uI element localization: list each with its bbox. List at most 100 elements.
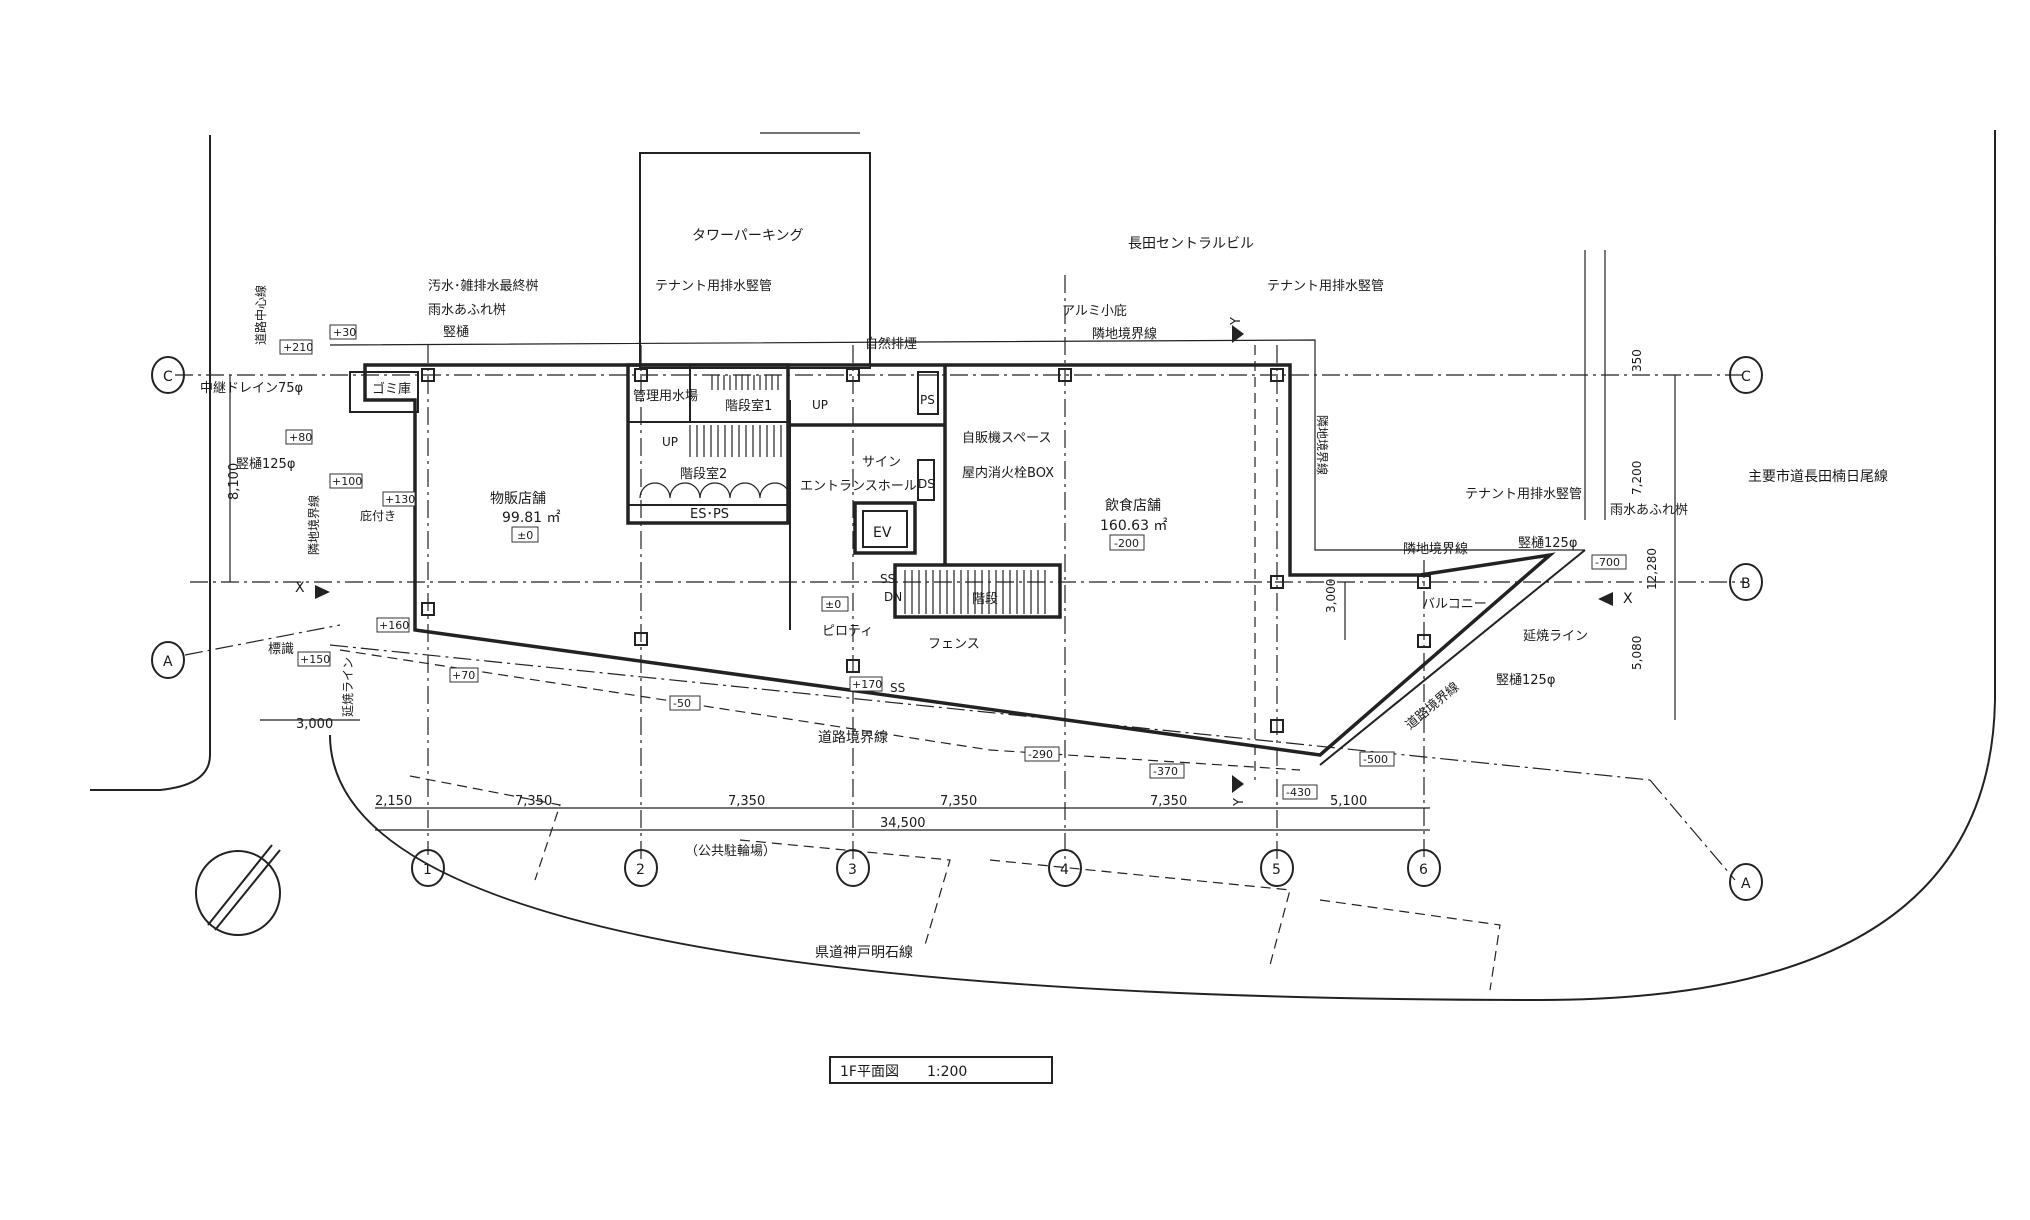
downpipe-125-bottom: 竪樋125φ — [1496, 672, 1555, 688]
restaurant-room-label: 飲食店舗 — [1105, 497, 1161, 514]
svg-text:6: 6 — [1419, 862, 1428, 878]
ds-label: DS — [918, 477, 935, 491]
svg-text:+210: +210 — [283, 341, 313, 354]
dimension-lines — [229, 375, 1676, 831]
rain-pit-note: 雨水あふれ桝 — [428, 302, 506, 318]
neighbor-line-vertical-right: 隣地境界線 — [1315, 415, 1330, 475]
svg-text:A: A — [163, 654, 173, 670]
parking-outlines — [409, 775, 1501, 991]
ev-label: EV — [873, 525, 892, 541]
svg-text:±0: ±0 — [517, 529, 533, 542]
grid-bubble-4 — [1048, 849, 1082, 887]
svg-text:350: 350 — [1630, 349, 1644, 372]
svg-text:C: C — [163, 369, 173, 385]
retail-area: 99.81 ㎡ — [502, 510, 561, 526]
relay-drain-note: 中継ドレイン75φ — [200, 381, 303, 396]
grid-line-a-diag — [329, 644, 1651, 781]
neighbor-line-note: 隣地境界線 — [1092, 326, 1157, 342]
downpipe-125-note: 竪樋125φ — [236, 456, 295, 472]
section-x-right: X — [1623, 591, 1633, 607]
grid-bubble-b — [1729, 563, 1763, 601]
tenant-drain-note-2: テナント用排水竪管 — [1267, 279, 1384, 294]
extension-line-vertical: 延焼ライン — [341, 657, 355, 717]
ps-label: PS — [920, 393, 935, 407]
road-boundary-note: 道路境界線 — [818, 730, 888, 746]
dn-label: DN — [884, 590, 902, 604]
grid-bubble-1 — [411, 849, 445, 887]
road-center-line-label: 道路中心線 — [253, 285, 268, 345]
aluminum-eave-note: アルミ小庇 — [1062, 304, 1127, 319]
stair-box — [893, 563, 1062, 619]
grid-bubble-6 — [1407, 849, 1441, 887]
rain-pit-right: 雨水あふれ桝 — [1610, 502, 1688, 518]
svg-text:7,350: 7,350 — [728, 794, 765, 809]
stair-hatching — [639, 375, 1046, 614]
restaurant-level-badge: -200 — [1109, 534, 1145, 551]
stair2-label: 階段室2 — [680, 466, 727, 482]
grid-bubble-c-left — [151, 356, 185, 394]
svg-text:5,080: 5,080 — [1630, 636, 1644, 670]
svg-text:7,350: 7,350 — [1150, 794, 1187, 809]
garbage-room — [349, 371, 419, 413]
grid-lines — [175, 275, 1745, 881]
up-label-1: UP — [812, 398, 828, 412]
svg-text:-500: -500 — [1363, 753, 1388, 766]
downpipe-note: 竪樋 — [443, 324, 469, 340]
section-y-top: Y — [1229, 317, 1244, 326]
neighbor-line-note-2: 隣地境界線 — [1403, 541, 1468, 557]
up-label-2: UP — [662, 435, 678, 449]
level-badges: +30 +210 +80 +100 +130 +160 +150 +70 -50… — [279, 324, 1627, 800]
svg-text:+70: +70 — [452, 669, 475, 682]
svg-text:B: B — [1741, 576, 1751, 592]
drawing-title: 1F平面図 1:200 — [840, 1064, 967, 1080]
neighbor-boundary — [329, 339, 1585, 780]
extension-line-note: 延焼ライン — [1523, 629, 1588, 644]
svg-text:-370: -370 — [1153, 765, 1178, 778]
core-block — [349, 363, 1062, 630]
grid-bubble-3 — [836, 849, 870, 887]
columns — [421, 368, 1431, 733]
tower-parking-label: タワーパーキング — [692, 228, 803, 244]
mgmt-water-label: 管理用水場 — [633, 389, 698, 404]
road-outlines — [90, 130, 1996, 1002]
road-boundary-diagonal-label: 道路境界線 — [1402, 679, 1462, 733]
grid-bubble-c-right — [1729, 356, 1763, 394]
piloti-label: ピロティ — [822, 624, 873, 639]
svg-text:+80: +80 — [289, 431, 312, 444]
prefectural-road-label: 県道神戸明石線 — [815, 945, 913, 961]
grid-line-a-right — [1649, 779, 1736, 881]
road-boundary-dashed — [339, 649, 1301, 771]
bicycle-parking-label: （公共駐輪場） — [685, 843, 776, 859]
svg-text:±0: ±0 — [825, 598, 841, 611]
svg-text:-290: -290 — [1028, 748, 1053, 761]
natural-smoke-note: 自然排煙 — [865, 336, 917, 352]
es-ps-label: ES･PS — [690, 507, 729, 522]
svg-text:+130: +130 — [385, 493, 415, 506]
entrance-hall-label: エントランスホール — [800, 479, 917, 494]
svg-text:2: 2 — [636, 862, 645, 878]
north-arrow — [195, 844, 281, 936]
svg-text:+100: +100 — [332, 475, 362, 488]
road-boundary-diagonal — [1319, 549, 1586, 766]
svg-text:7,200: 7,200 — [1630, 461, 1644, 495]
section-markers — [315, 325, 1613, 793]
vending-note: 自販機スペース — [962, 431, 1051, 446]
grid-bubble-a-left — [151, 641, 185, 679]
svg-text:7,350: 7,350 — [515, 794, 552, 809]
svg-text:8,100: 8,100 — [227, 463, 242, 500]
svg-text:2,150: 2,150 — [375, 794, 412, 809]
svg-text:3,000: 3,000 — [1324, 579, 1338, 613]
svg-text:C: C — [1741, 369, 1751, 385]
tenant-drain-note-1: テナント用排水竪管 — [655, 279, 772, 294]
svg-text:12,280: 12,280 — [1645, 548, 1659, 590]
elevator-box — [853, 501, 917, 555]
sewage-pit-note: 汚水･雑排水最終桝 — [428, 278, 539, 294]
ss-label-1: SS — [880, 572, 895, 586]
tenant-drain-note-3: テナント用排水竪管 — [1465, 487, 1582, 502]
svg-text:3,000: 3,000 — [296, 717, 333, 732]
svg-text:-50: -50 — [673, 697, 691, 710]
hydrant-note: 屋内消火栓BOX — [962, 465, 1054, 481]
svg-text:+160: +160 — [379, 619, 409, 632]
svg-text:A: A — [1741, 876, 1751, 892]
svg-text:+170: +170 — [852, 678, 882, 691]
